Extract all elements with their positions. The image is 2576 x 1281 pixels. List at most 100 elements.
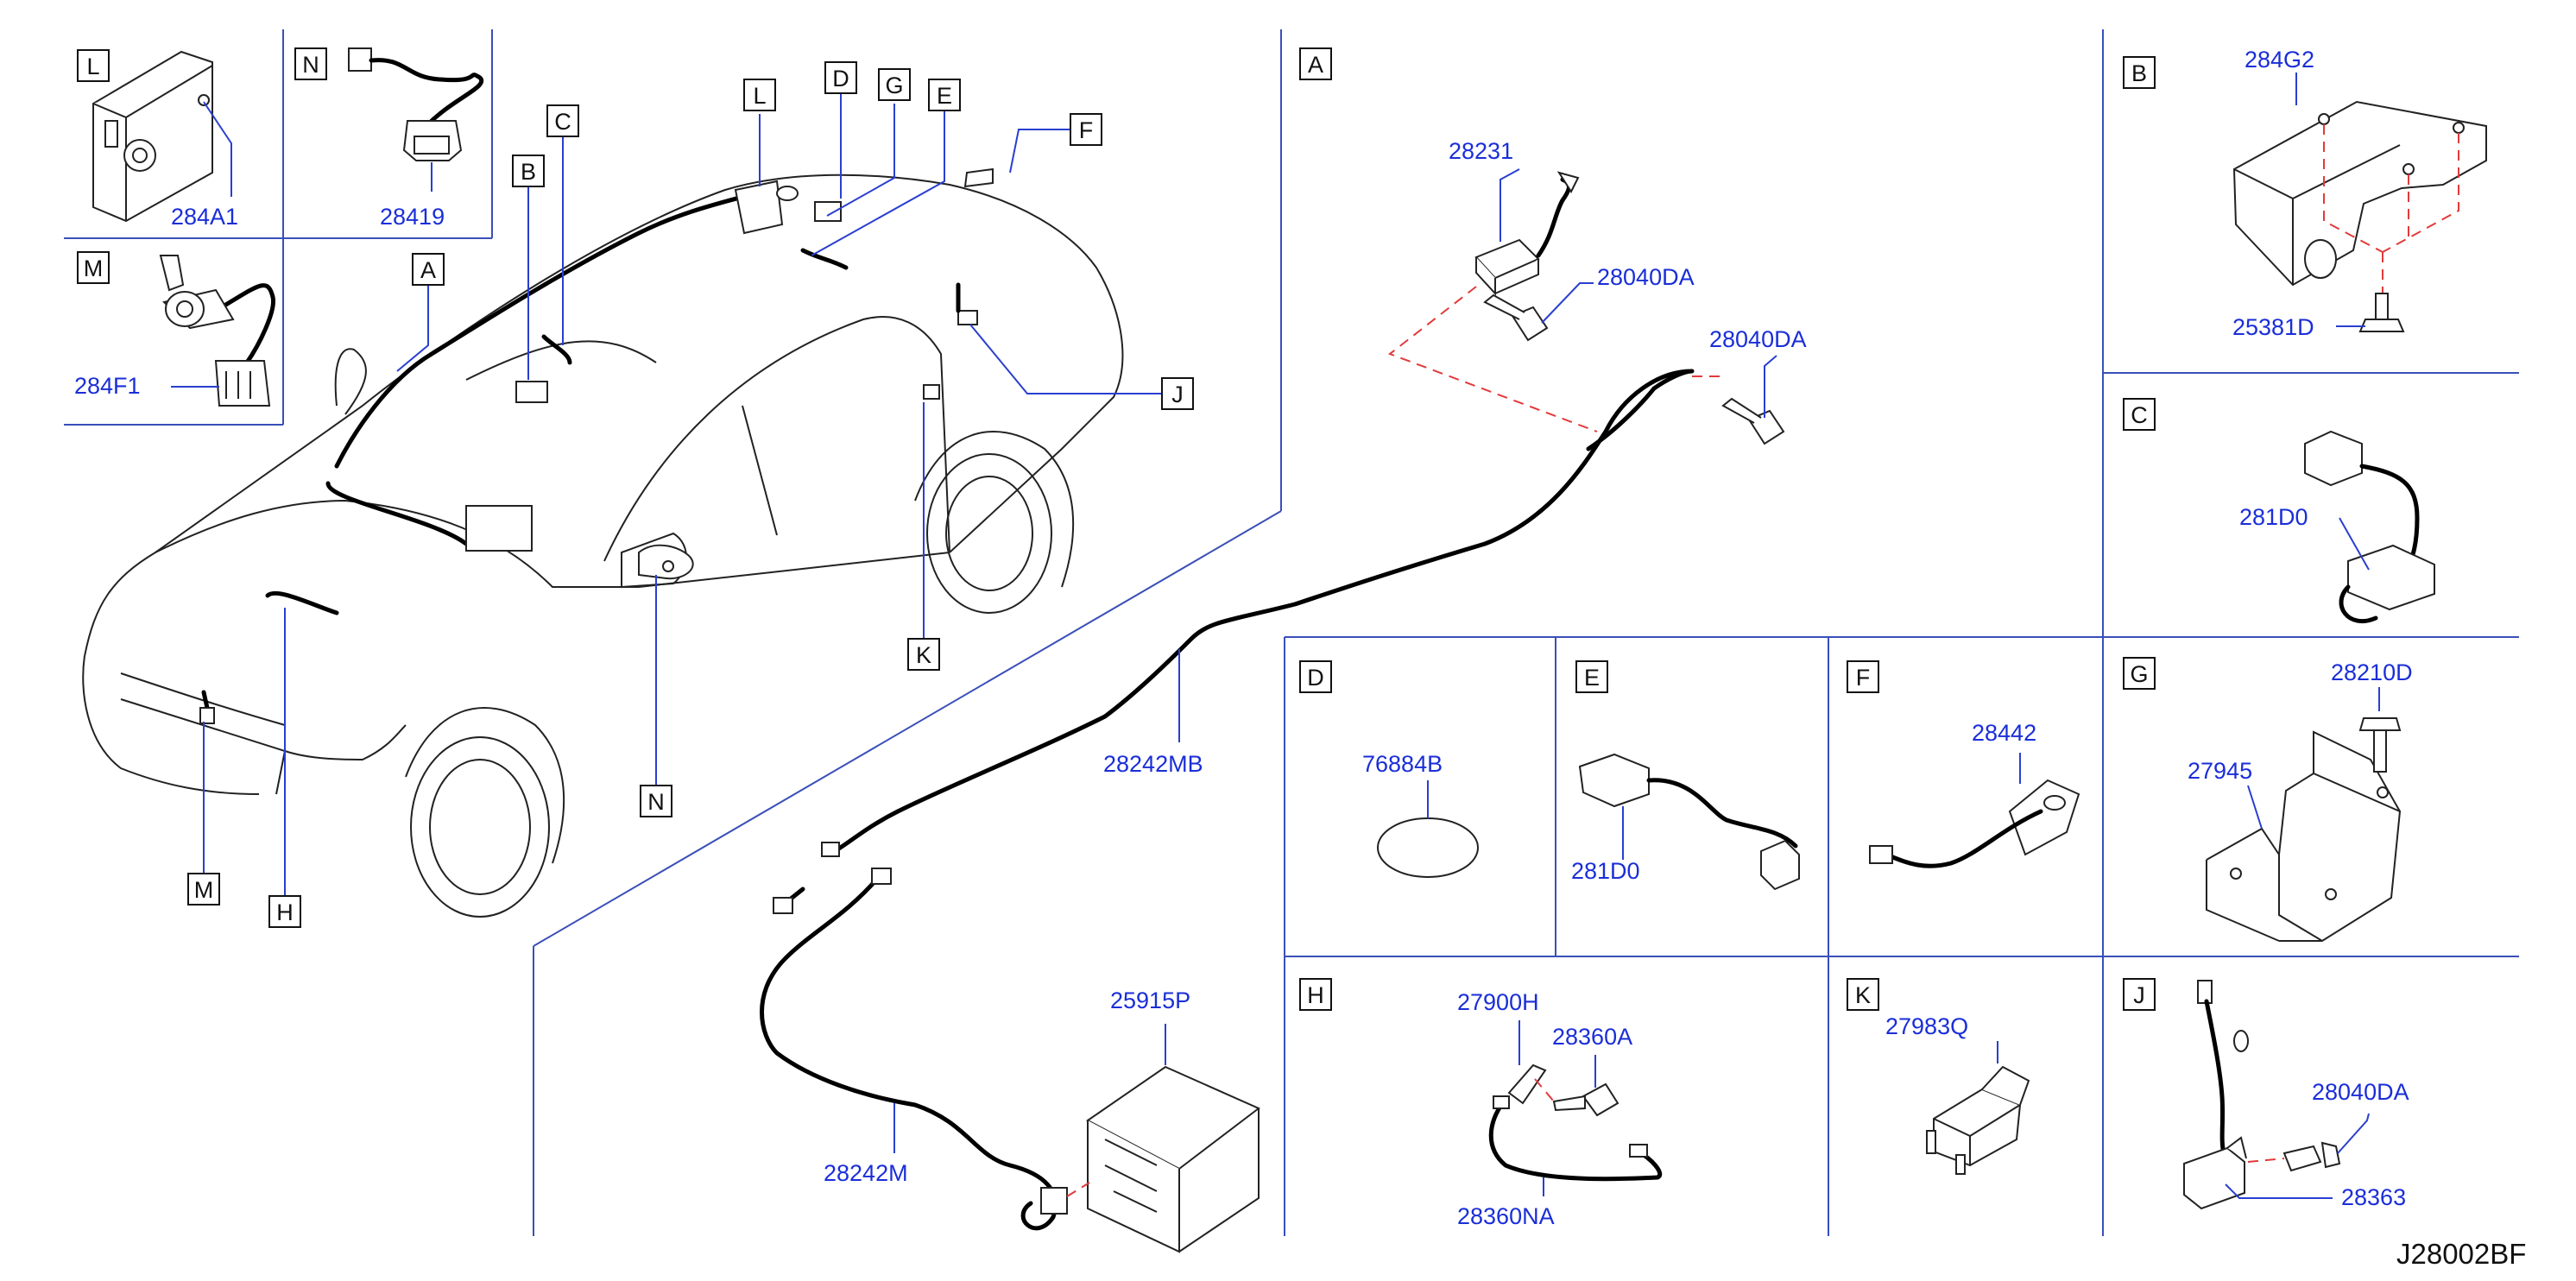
main-callouts: L D G E F C B A J K N M bbox=[187, 61, 1194, 928]
panel-letter-box bbox=[1299, 978, 1332, 1011]
panel-f: F 28442 bbox=[1847, 660, 2080, 868]
part-label-27900h: 27900H bbox=[1457, 989, 1539, 1015]
part-label-284a1: 284A1 bbox=[171, 204, 238, 230]
callout-box bbox=[907, 638, 940, 671]
part-label-281d0-e: 281D0 bbox=[1571, 858, 1640, 884]
part-label-25915p: 25915P bbox=[1110, 988, 1190, 1013]
panel-letter: L bbox=[86, 54, 99, 79]
callout-letter: D bbox=[832, 66, 849, 92]
panel-letter-box bbox=[77, 49, 110, 82]
panel-h: H 27900H 28360A 28360NA bbox=[1299, 978, 1662, 1229]
panel-d: D 76884B bbox=[1299, 660, 1479, 878]
part-label-28040da-j: 28040DA bbox=[2312, 1079, 2409, 1105]
panel-letter: J bbox=[2133, 982, 2145, 1008]
callout-box bbox=[512, 155, 545, 187]
control-unit-drawing bbox=[92, 50, 213, 223]
panel-letter-box bbox=[1847, 978, 1879, 1011]
sensor-harness-drawing bbox=[1578, 753, 1800, 891]
part-label-27983q: 27983Q bbox=[1885, 1013, 1968, 1039]
part-label-28040da-2: 28040DA bbox=[1709, 326, 1807, 352]
antenna-lead-drawing bbox=[2183, 980, 2341, 1210]
antenna-module-drawing bbox=[1474, 171, 1580, 296]
part-label-76884b: 76884B bbox=[1362, 751, 1443, 777]
part-label-284g2: 284G2 bbox=[2245, 47, 2314, 73]
panel-letter-box bbox=[77, 251, 110, 284]
callout-letter: F bbox=[1079, 117, 1094, 143]
screw-drawing bbox=[2358, 293, 2405, 332]
callout-letter: J bbox=[1171, 382, 1184, 407]
panel-letter: N bbox=[302, 52, 319, 78]
grommet-drawing bbox=[1377, 817, 1479, 878]
panel-e: E 281D0 bbox=[1571, 660, 1800, 891]
callout-box bbox=[412, 253, 445, 286]
part-label-28363: 28363 bbox=[2341, 1184, 2406, 1210]
callout-letter: M bbox=[194, 877, 214, 903]
part-label-28210d: 28210D bbox=[2331, 659, 2413, 685]
panel-letter: B bbox=[2131, 60, 2147, 86]
panel-letter-box bbox=[2123, 657, 2156, 690]
panel-letter-box bbox=[294, 47, 327, 80]
amplifier-drawing bbox=[1040, 1065, 1260, 1253]
vehicle-overview bbox=[82, 167, 1124, 918]
sensor-drawing bbox=[348, 47, 484, 161]
part-label-28242m: 28242M bbox=[824, 1160, 908, 1186]
bolt-drawing bbox=[1721, 397, 1785, 445]
panel-k: K 27983Q bbox=[1847, 978, 2030, 1175]
panel-a: A 28231 28040DA 28040DA bbox=[760, 47, 1807, 1253]
panel-letter-box bbox=[2123, 398, 2156, 431]
callout-box bbox=[878, 68, 911, 101]
callout-box bbox=[1161, 377, 1194, 410]
part-label-281d0-c: 281D0 bbox=[2239, 504, 2308, 530]
part-label-28419: 28419 bbox=[380, 204, 445, 230]
bolt-drawing bbox=[1483, 293, 1549, 342]
callout-box bbox=[824, 61, 857, 94]
callout-box bbox=[546, 104, 579, 137]
callout-letter: K bbox=[916, 642, 931, 668]
panel-g: G 28210D 27945 bbox=[2123, 657, 2413, 943]
part-label-28442: 28442 bbox=[1972, 720, 2036, 746]
callout-box bbox=[743, 79, 776, 111]
callout-letter: E bbox=[937, 83, 952, 109]
callout-box bbox=[640, 785, 672, 817]
panel-letter: M bbox=[84, 256, 104, 281]
part-label-28242mb: 28242MB bbox=[1103, 751, 1203, 777]
camera-drawing bbox=[159, 255, 275, 407]
callout-letter: C bbox=[554, 109, 571, 135]
panel-n: N 28419 bbox=[294, 47, 484, 230]
panel-letter-box bbox=[1847, 660, 1879, 693]
panel-letter: G bbox=[2130, 661, 2148, 687]
panel-letter: E bbox=[1584, 665, 1600, 691]
panel-letter: D bbox=[1307, 665, 1324, 691]
mounting-bracket-drawing bbox=[2206, 717, 2402, 943]
part-label-28360a: 28360A bbox=[1552, 1024, 1632, 1050]
panel-letter-box bbox=[1299, 660, 1332, 693]
panel-letter-box bbox=[2123, 56, 2156, 89]
panel-j: J 28040DA 28363 bbox=[2123, 978, 2409, 1210]
callout-letter: N bbox=[647, 789, 665, 815]
panel-c: C 281D0 bbox=[2123, 398, 2435, 624]
panel-letter-box bbox=[2123, 978, 2156, 1011]
panel-letter: K bbox=[1855, 982, 1871, 1008]
relay-drawing bbox=[1926, 1065, 2030, 1175]
callout-box bbox=[928, 79, 961, 111]
panel-separators bbox=[64, 29, 2519, 1236]
callout-letter: B bbox=[521, 159, 536, 185]
callout-box bbox=[1070, 113, 1102, 146]
part-label-28360na: 28360NA bbox=[1457, 1203, 1555, 1229]
part-label-284f1: 284F1 bbox=[74, 373, 141, 399]
panel-letter: A bbox=[1308, 52, 1323, 78]
callout-box bbox=[187, 873, 220, 906]
part-label-27945: 27945 bbox=[2188, 758, 2252, 784]
antenna-feeder-drawing bbox=[1869, 779, 2080, 868]
panel-letter-box bbox=[1575, 660, 1608, 693]
callout-box bbox=[268, 895, 301, 928]
panel-letter-box bbox=[1299, 47, 1332, 80]
callout-letter: G bbox=[885, 73, 903, 98]
part-label-28231: 28231 bbox=[1449, 138, 1513, 164]
car-body-outline bbox=[82, 174, 1124, 918]
panel-letter: F bbox=[1856, 665, 1871, 691]
harness-drawing bbox=[2304, 430, 2435, 624]
ground-strap-drawing bbox=[1488, 1063, 1662, 1182]
panel-letter: H bbox=[1307, 982, 1324, 1008]
